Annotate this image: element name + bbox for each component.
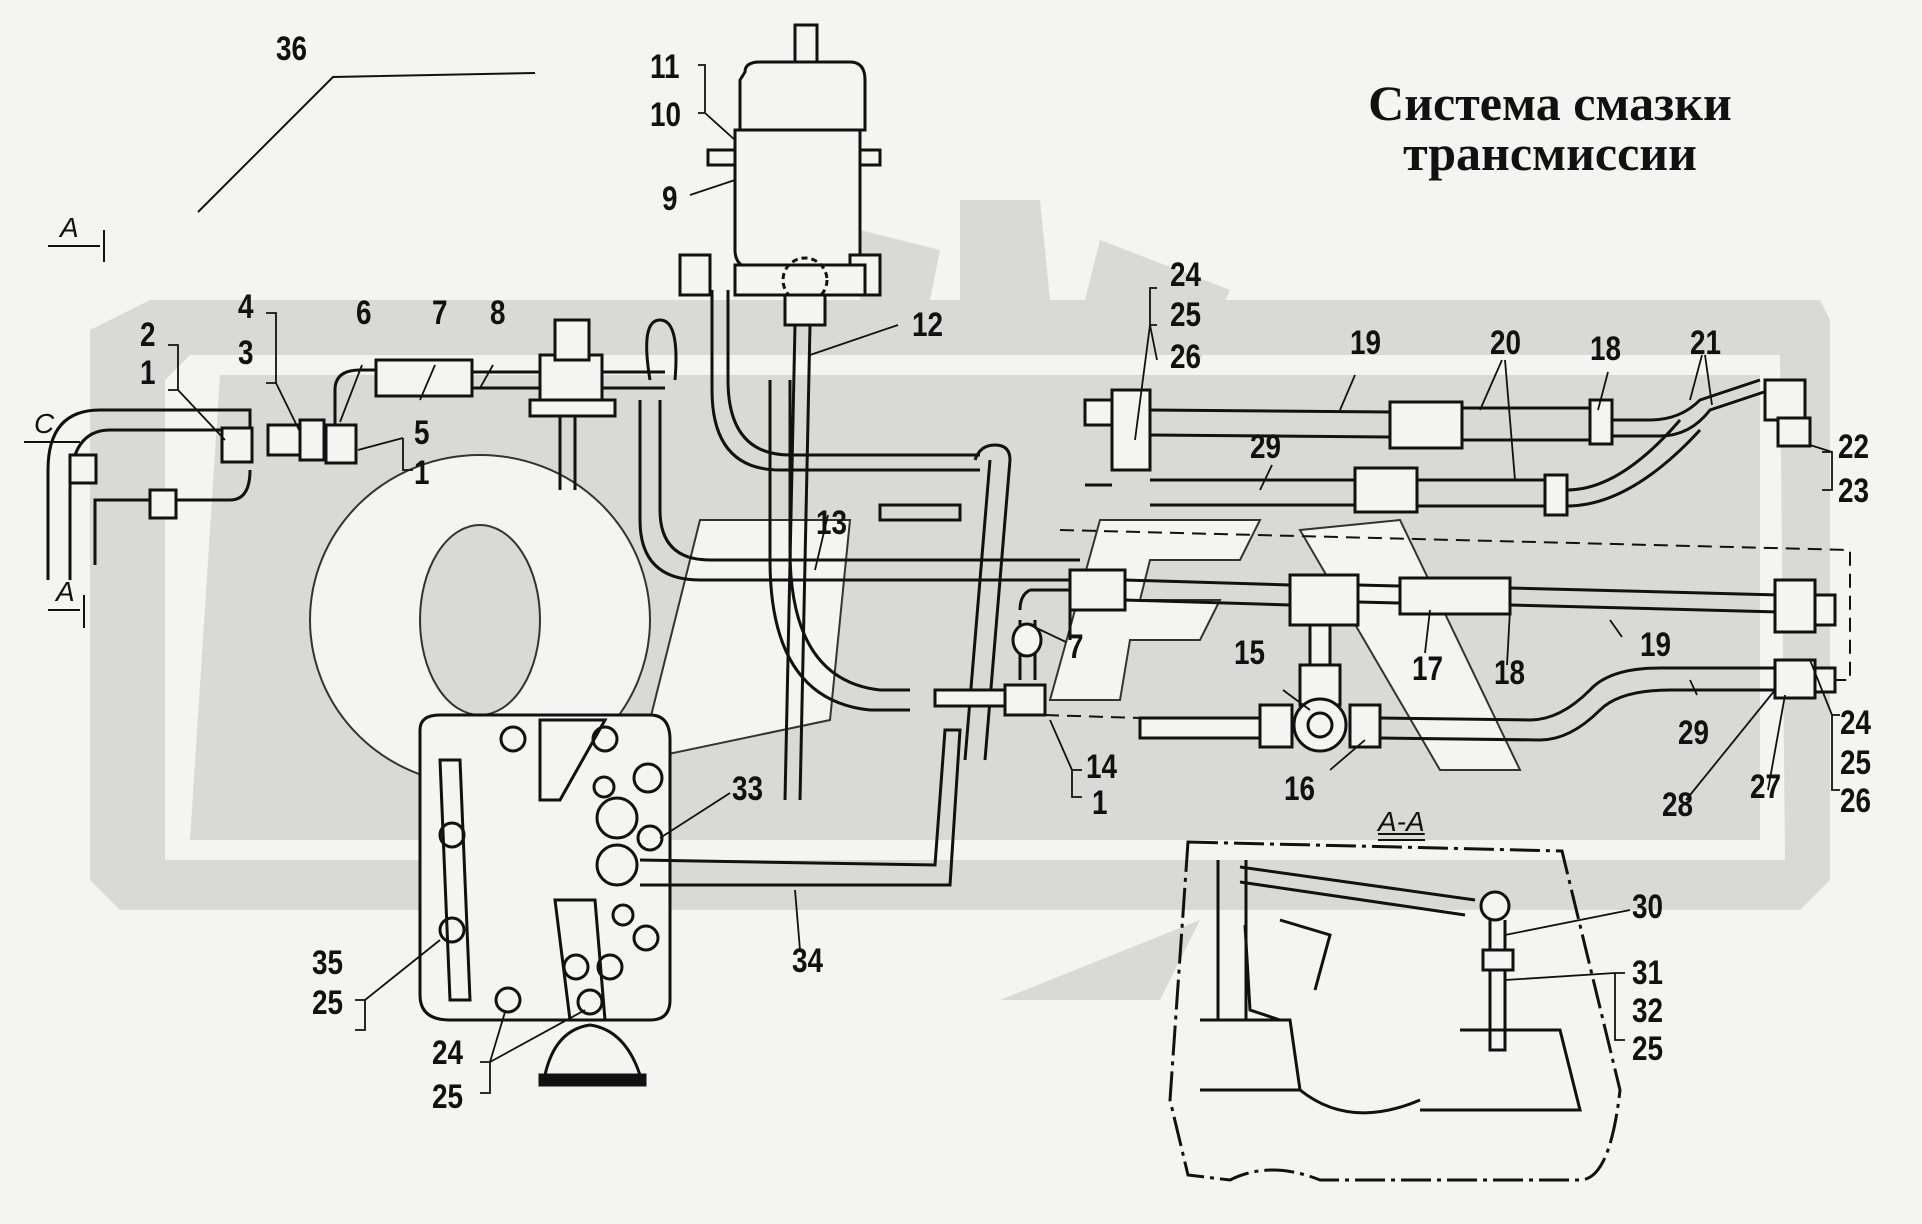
callout-26: 26 xyxy=(1840,782,1872,820)
callout-23: 23 xyxy=(1838,472,1870,510)
callout-2: 2 xyxy=(140,316,156,354)
callout-36: 36 xyxy=(276,30,308,68)
callout-18: 18 xyxy=(1590,330,1622,368)
section-view-aa xyxy=(1168,840,1622,1182)
callout-4: 4 xyxy=(238,288,254,326)
callout-18: 18 xyxy=(1494,654,1526,692)
callout-20: 20 xyxy=(1490,324,1522,362)
callout-1: 1 xyxy=(140,354,156,392)
callout-25: 25 xyxy=(1170,296,1202,334)
callout-7: 7 xyxy=(1068,628,1084,666)
callout-24: 24 xyxy=(432,1034,464,1072)
callout-leaders xyxy=(168,64,1840,1094)
pipe-34 xyxy=(639,728,962,887)
callout-13: 13 xyxy=(816,504,848,542)
callout-1: 1 xyxy=(1092,784,1108,822)
inlet-pipes xyxy=(46,318,678,580)
callout-35: 35 xyxy=(312,944,344,982)
callout-8: 8 xyxy=(490,294,506,332)
section-mark-a-bottom: A xyxy=(56,576,75,607)
callout-5: 5 xyxy=(414,414,430,452)
callout-32: 32 xyxy=(1632,992,1664,1030)
callout-24: 24 xyxy=(1840,704,1872,742)
title-line-1: Система смазки xyxy=(1368,75,1732,131)
callout-30: 30 xyxy=(1632,888,1664,926)
section-mark-a-top: A xyxy=(60,212,79,243)
callout-15: 15 xyxy=(1234,634,1266,672)
callout-11: 11 xyxy=(650,48,680,86)
callout-3: 3 xyxy=(238,334,254,372)
callout-25: 25 xyxy=(1632,1030,1664,1068)
callout-14: 14 xyxy=(1086,748,1118,786)
title-line-2: трансмиссии xyxy=(1403,125,1697,181)
callout-24: 24 xyxy=(1170,256,1202,294)
filter-housing xyxy=(678,23,882,327)
callout-29: 29 xyxy=(1678,714,1710,752)
callout-16: 16 xyxy=(1284,770,1316,808)
callout-27: 27 xyxy=(1750,768,1782,806)
section-mark-c: C xyxy=(34,408,55,439)
callout-34: 34 xyxy=(792,942,824,980)
section-mark-lines xyxy=(24,230,1425,841)
callout-26: 26 xyxy=(1170,338,1202,376)
distribution-line xyxy=(933,568,1837,753)
callout-7: 7 xyxy=(432,294,448,332)
diagram-title: Система смазки трансмиссии xyxy=(1290,78,1810,178)
callout-6: 6 xyxy=(356,294,372,332)
pump-housing xyxy=(418,713,672,1087)
callout-25: 25 xyxy=(312,984,344,1022)
callout-28: 28 xyxy=(1662,786,1694,824)
callout-17: 17 xyxy=(1412,650,1444,688)
callout-25: 25 xyxy=(1840,744,1872,782)
callout-31: 31 xyxy=(1632,954,1664,992)
right-pipes xyxy=(1059,378,1851,681)
callout-22: 22 xyxy=(1838,428,1870,466)
section-label-aa: A-A xyxy=(1378,806,1425,837)
callout-33: 33 xyxy=(732,770,764,808)
callout-19: 19 xyxy=(1350,324,1382,362)
callout-1: 1 xyxy=(414,454,430,492)
callout-25: 25 xyxy=(432,1078,464,1116)
callout-29: 29 xyxy=(1250,428,1282,466)
callout-12: 12 xyxy=(912,306,944,344)
callout-21: 21 xyxy=(1690,324,1722,362)
leader-36 xyxy=(197,72,536,213)
pipes-main xyxy=(638,290,1082,801)
callout-19: 19 xyxy=(1640,626,1672,664)
callout-10: 10 xyxy=(650,96,682,134)
callout-9: 9 xyxy=(662,180,678,218)
